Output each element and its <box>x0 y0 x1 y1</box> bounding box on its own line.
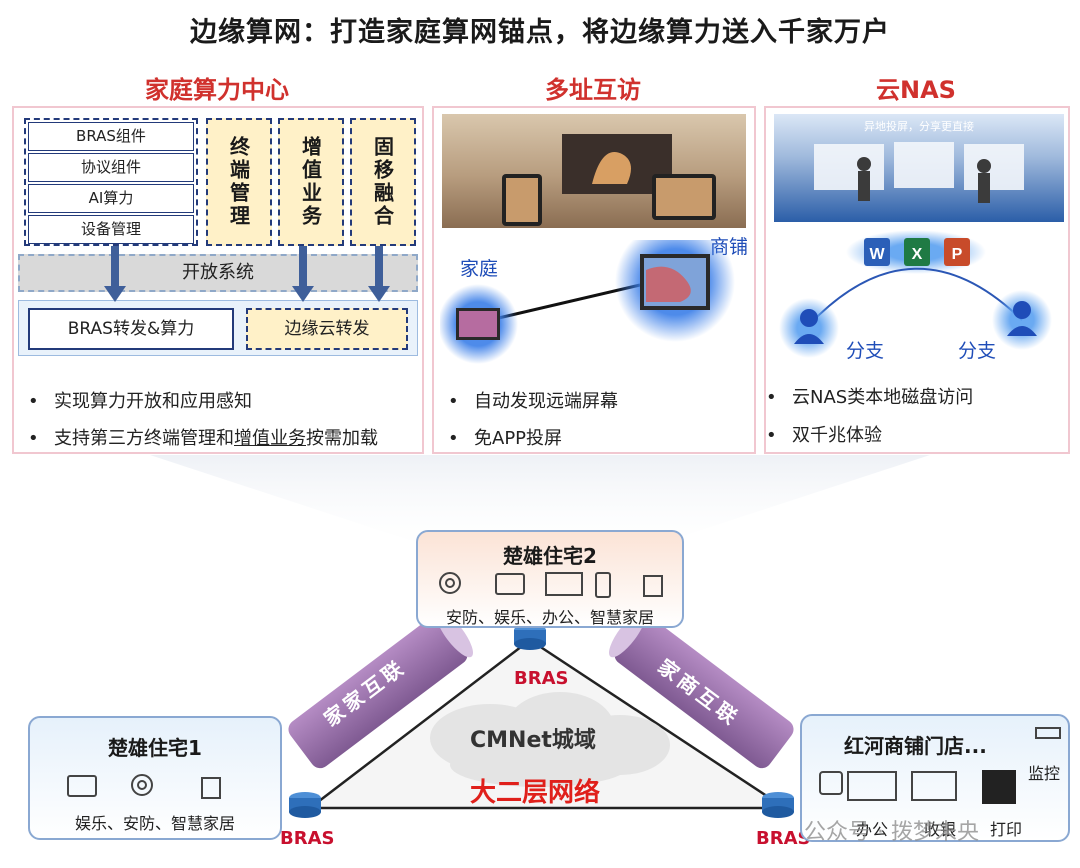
cloud-nas-bullet-1: •云NAS类本地磁盘访问 <box>766 387 974 408</box>
nas-sync-illustration: W X P <box>779 230 1052 358</box>
meeting-photo-caption: 异地投屏，分享更直接 <box>864 120 974 133</box>
bras-forward-box: BRAS转发&算力 <box>28 308 234 350</box>
component-stack: BRAS组件 协议组件 AI算力 设备管理 <box>24 118 198 246</box>
label-branch-left: 分支 <box>846 340 885 362</box>
multi-site-bullet-2: •免APP投屏 <box>448 428 563 449</box>
word-icon: W <box>869 246 885 263</box>
component-item: 协议组件 <box>28 153 194 182</box>
bras-router-icon <box>289 624 794 818</box>
multi-site-bullet-1: •自动发现远端屏幕 <box>448 391 618 412</box>
down-arrows <box>104 246 390 302</box>
site-title: 楚雄住宅2 <box>503 544 597 568</box>
label-branch-right: 分支 <box>958 340 997 362</box>
excel-icon: X <box>912 246 923 263</box>
edge-cloud-forward-box: 边缘云转发 <box>246 308 408 350</box>
vbox-fixed-mobile: 固移融合 <box>350 118 416 246</box>
bras-label-top: BRAS <box>514 668 569 689</box>
living-room-photo <box>442 114 746 228</box>
vbox-value-added: 增值业务 <box>278 118 344 246</box>
open-system-bar: 开放系统 <box>18 254 418 292</box>
monitor-label: 监控 <box>1028 764 1061 783</box>
service-print: 打印 <box>990 820 1023 839</box>
laptop-icon <box>847 771 897 801</box>
device-icons <box>439 572 663 598</box>
site-box-chuxiong-1: 楚雄住宅1 娱乐、安防、智慧家居 <box>28 716 282 840</box>
camera-icon <box>131 774 153 796</box>
shop-device-icons <box>819 770 1016 804</box>
vbox-terminal-mgmt: 终端管理 <box>206 118 272 246</box>
camera-icon <box>439 572 461 594</box>
section-title-cloud-nas: 云NAS <box>876 76 956 104</box>
component-item: BRAS组件 <box>28 122 194 151</box>
meeting-photo: 异地投屏，分享更直接 <box>774 114 1064 222</box>
page-title: 边缘算网：打造家庭算网锚点，将边缘算力送入千家万户 <box>190 17 890 48</box>
site-box-chuxiong-2: 楚雄住宅2 安防、娱乐、办公、智慧家居 <box>416 530 684 628</box>
meeting-illustration <box>814 142 1024 203</box>
service-office: 办公 <box>856 820 889 839</box>
site-box-honghe-shop: 红河商铺门店... 监控 办公 收银 打印 <box>800 714 1070 842</box>
tv-screens-illustration <box>502 134 716 226</box>
site-services: 娱乐、安防、智慧家居 <box>74 814 235 833</box>
screen-link-illustration <box>440 240 735 364</box>
service-cashier: 收银 <box>924 820 957 839</box>
phone-icon <box>595 572 611 598</box>
home-compute-bullet-2: •支持第三方终端管理和增值业务按需加载 <box>28 428 378 449</box>
label-home: 家庭 <box>460 258 499 280</box>
cloud-nas-bullet-2: •双千兆体验 <box>766 425 882 446</box>
powerpoint-icon: P <box>952 246 963 263</box>
cmnet-cloud-label: CMNet城域 <box>470 728 596 753</box>
console-icon <box>643 575 663 597</box>
watermark: 公众号 · 拨梦未央 <box>804 820 979 845</box>
site-title: 楚雄住宅1 <box>108 736 202 760</box>
bras-label-left: BRAS <box>280 828 335 849</box>
component-item: AI算力 <box>28 184 194 213</box>
section-title-home-compute: 家庭算力中心 <box>145 76 289 104</box>
section-title-multi-site: 多址互访 <box>545 76 641 104</box>
monitor-icon <box>545 572 583 596</box>
site-services: 安防、娱乐、办公、智慧家居 <box>445 608 654 627</box>
component-item: 设备管理 <box>28 215 194 244</box>
console-icon <box>201 777 221 799</box>
cctv-camera-icon <box>1035 727 1061 739</box>
device-icons <box>67 774 221 799</box>
bras-label-right: BRAS <box>756 828 811 849</box>
home-compute-bullet-1: •实现算力开放和应用感知 <box>28 391 252 412</box>
layer2-network-label: 大二层网络 <box>470 778 601 808</box>
tablet-icon <box>67 775 97 797</box>
cash-register-icon <box>911 771 957 801</box>
printer-icon <box>982 770 1016 804</box>
tablet-icon <box>495 573 525 595</box>
site-title: 红河商铺门店... <box>844 734 987 758</box>
keypad-icon <box>819 771 843 795</box>
